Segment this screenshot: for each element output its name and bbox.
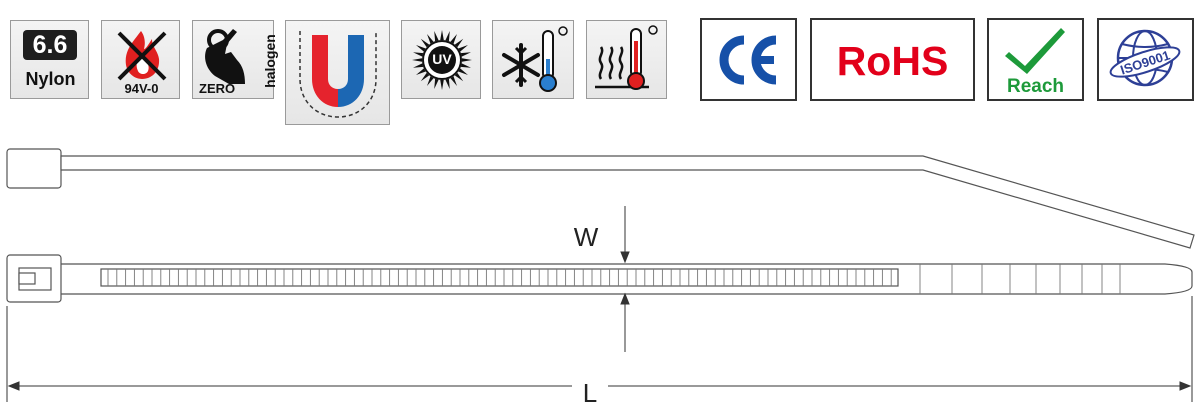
heat-resistant-badge [586, 20, 667, 99]
tail-grip-marks [919, 264, 1121, 294]
reach-certification: Reach [987, 18, 1084, 101]
zero-halogen-badge: ZERO halogen [192, 20, 278, 99]
nylon-label: Nylon [25, 69, 76, 89]
ce-certification [700, 18, 797, 101]
globe-icon: ISO9001 [1109, 29, 1181, 87]
checkmark-icon [1005, 28, 1065, 74]
magnet-icon [299, 31, 377, 118]
snowflake-thermometer-icon [502, 26, 568, 92]
hand-ok-icon [205, 29, 245, 84]
flame-retardant-badge: 94V-0 [101, 20, 180, 99]
halogen-label: halogen [262, 34, 278, 88]
side-strap [60, 155, 1195, 249]
anti-magnetic-badge [285, 20, 390, 125]
cold-resistant-badge [492, 20, 574, 99]
head-pawl [18, 272, 36, 285]
serrations [107, 269, 892, 286]
sun-icon [412, 30, 472, 90]
width-label: W [574, 222, 599, 252]
uv-resistant-badge: UV [401, 20, 481, 99]
ce-mark [719, 35, 777, 85]
zero-label: ZERO [199, 81, 236, 96]
heat-thermometer-icon [595, 25, 658, 90]
rohs-text: RoHS [836, 38, 949, 84]
length-label: L [583, 378, 597, 408]
flame-rating: 94V-0 [124, 81, 159, 96]
length-dimension [6, 296, 1193, 402]
uv-text: UV [432, 51, 452, 67]
reach-text: Reach [1006, 76, 1065, 97]
tie-top-view [6, 254, 1193, 303]
iso-certification: ISO9001 [1097, 18, 1194, 101]
rohs-certification: RoHS [810, 18, 975, 101]
nylon-badge: 6.6 Nylon [10, 20, 89, 99]
flame-icon [117, 31, 167, 81]
nylon-grade: 6.6 [32, 31, 68, 59]
cable-tie-diagram: W L [6, 148, 1195, 408]
tie-side-view [6, 148, 1195, 249]
width-dimension [620, 206, 630, 352]
side-head [6, 148, 62, 189]
serration-area [100, 268, 899, 287]
nylon-grade-box [23, 30, 77, 60]
